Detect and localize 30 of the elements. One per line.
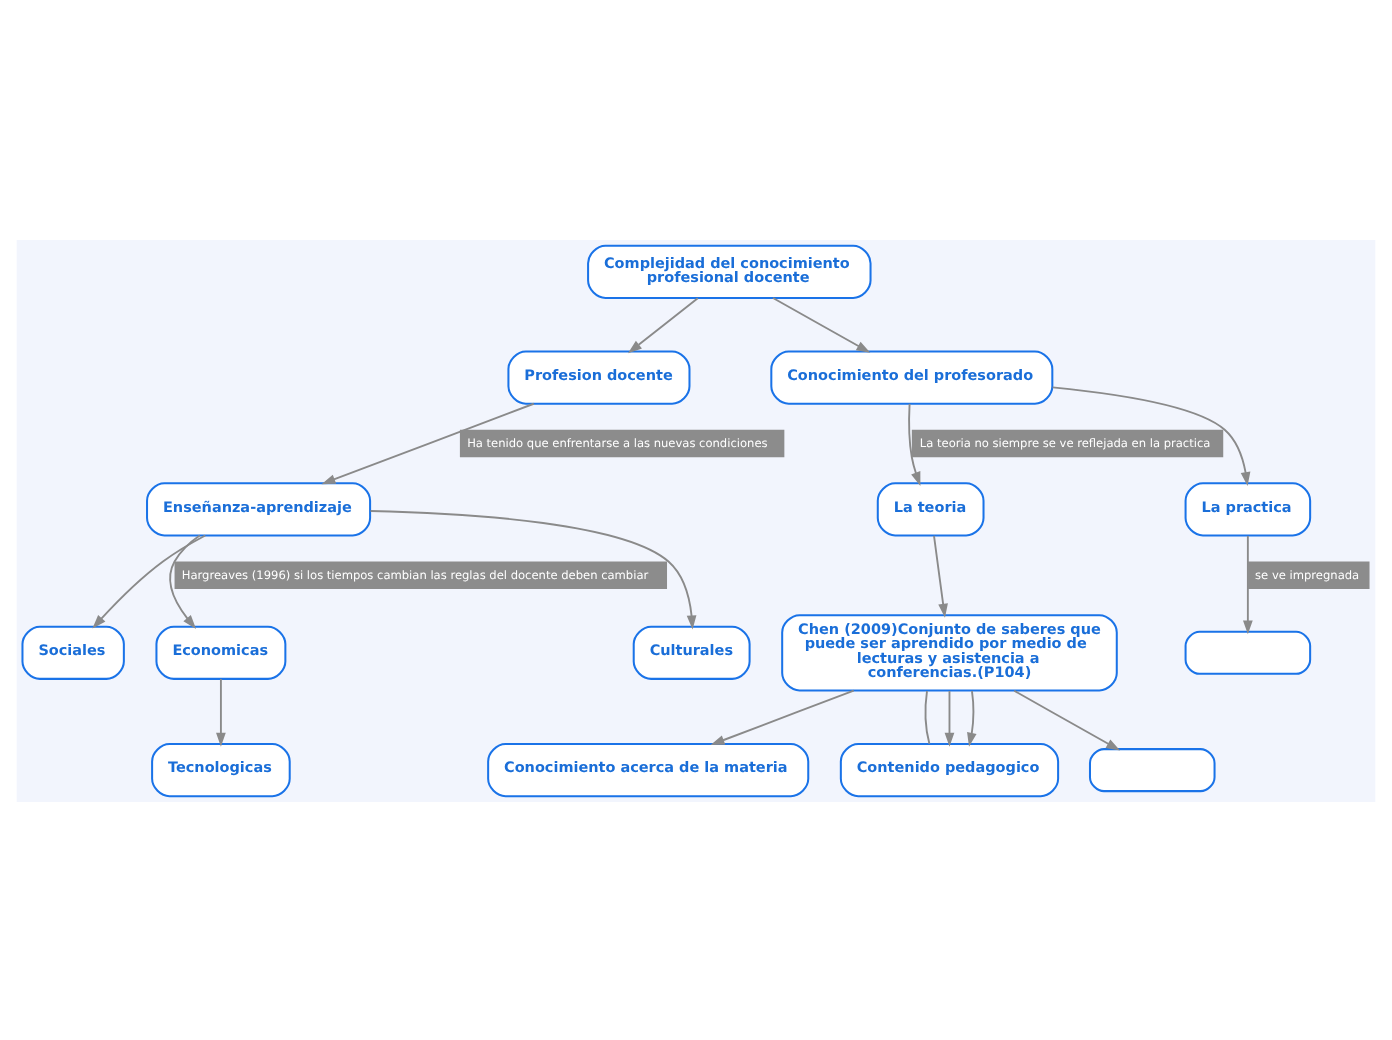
arrow [772,296,871,352]
arrow [933,534,948,617]
node-box [1184,629,1312,674]
node-box: Profesion docente [507,349,691,404]
node-box: Economicas [155,624,287,679]
node-box: Complejidad del conocimiento profesional docente [587,243,872,298]
node-box: Contenido pedagogico [839,742,1060,797]
arrow [1051,385,1251,485]
arrow [710,688,855,744]
arrow [628,296,699,353]
arrow [944,689,955,746]
arrow [967,689,977,746]
arrow [1013,688,1121,750]
node-box: Conocimiento acerca de la materia [487,742,810,797]
arrow [1243,534,1253,634]
node-box: Sociales [21,624,125,679]
arrow [369,509,697,629]
connector [924,689,931,744]
node-box: Tecnologicas [151,742,291,797]
arrow [908,401,921,485]
node-box: Enseñanza-aprendizaje [146,481,372,536]
node-box: Culturales [632,624,751,679]
node-box: La teoria [876,481,985,536]
node-box: Chen (2009)Conjunto de saberes que puede ser aprendido por medio de lecturas y asistencia a conferencias.(P104) [781,613,1118,691]
node-box [1088,747,1216,792]
node-box: La practica [1184,481,1312,536]
arrow [92,533,207,628]
arrow [169,533,201,628]
node-box: Conocimiento del profesorado [770,349,1054,404]
arrow [216,677,226,746]
